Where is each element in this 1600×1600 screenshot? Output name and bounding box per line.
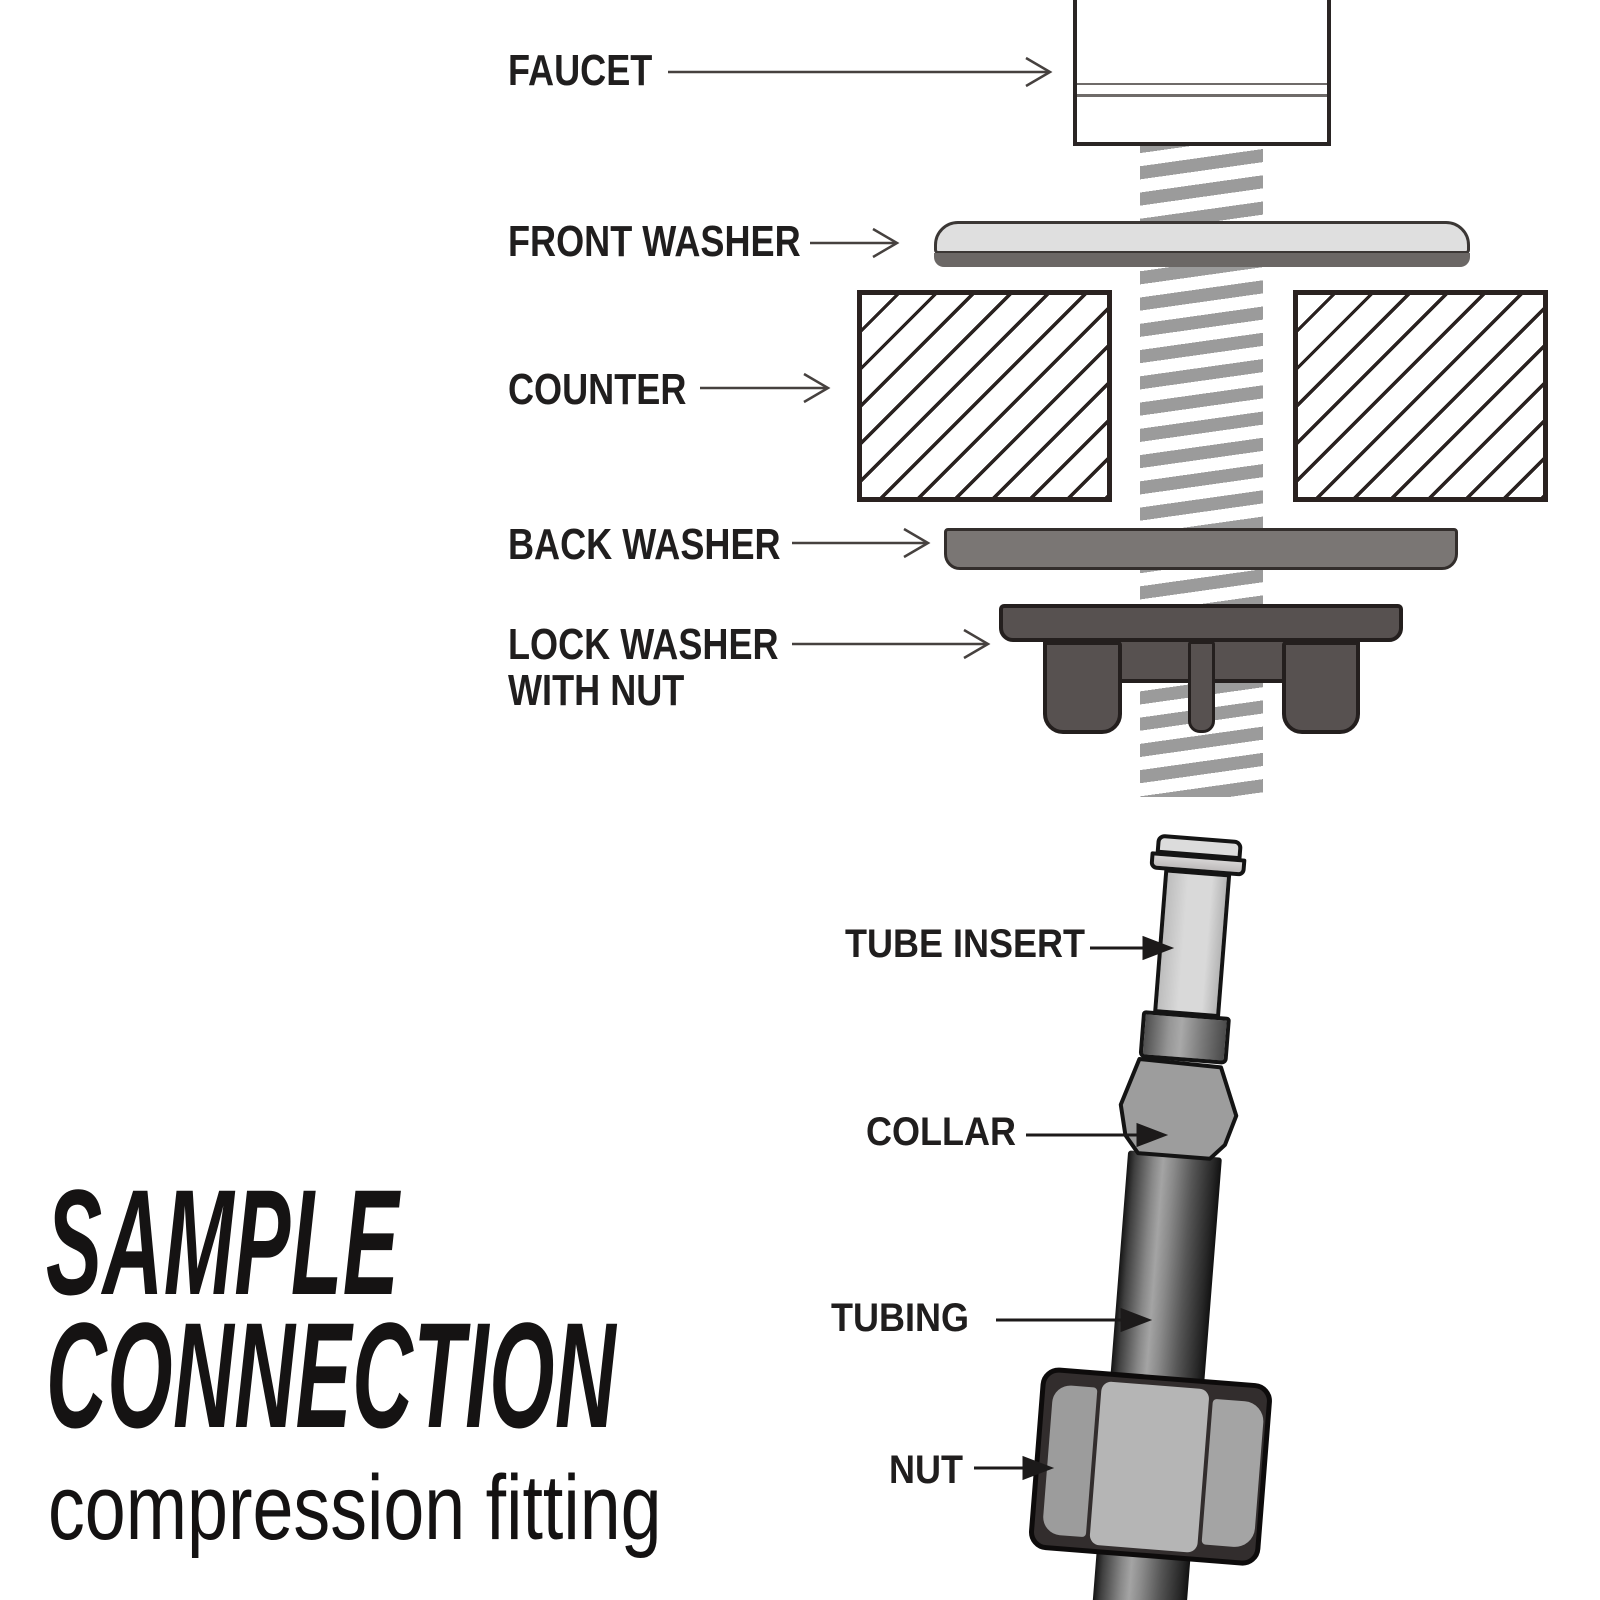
label-faucet: FAUCET [508, 46, 653, 95]
faucet-seam-line [1077, 83, 1327, 85]
faucet-arrow [668, 56, 1053, 88]
lock-washer-leg-right [1282, 641, 1360, 734]
label-lock-washer-line1: LOCK WASHER [508, 620, 779, 669]
front-washer-arrow [810, 227, 900, 259]
front-washer [934, 221, 1470, 254]
label-counter: COUNTER [508, 365, 687, 414]
front-washer-base [934, 253, 1470, 267]
label-front-washer: FRONT WASHER [508, 217, 801, 266]
back-washer-arrow [792, 527, 931, 559]
faucet-body [1073, 0, 1331, 146]
lock-washer-plate [999, 604, 1403, 642]
compression-nut [1027, 1366, 1274, 1567]
back-washer [944, 528, 1458, 570]
nut-facet-left [1041, 1384, 1098, 1538]
label-collar: COLLAR [866, 1110, 1016, 1154]
caption-subtitle: compression fitting [48, 1457, 662, 1559]
caption-connection: CONNECTION [46, 1291, 617, 1459]
lock-washer-arrow [792, 628, 991, 660]
nut-facet-right [1201, 1398, 1265, 1549]
collar [1118, 1056, 1239, 1161]
label-nut: NUT [889, 1448, 963, 1492]
counter-section-left [857, 290, 1112, 502]
label-tube-insert: TUBE INSERT [845, 922, 1086, 966]
caption-sample: SAMPLE [46, 1158, 400, 1326]
counter-section-right [1293, 290, 1548, 502]
label-lock-washer-line2: WITH NUT [508, 666, 685, 715]
lock-washer-pin [1188, 641, 1215, 733]
counter-arrow [700, 372, 831, 404]
faucet-seam-line [1077, 94, 1327, 97]
label-back-washer: BACK WASHER [508, 520, 781, 569]
lock-washer-leg-left [1043, 641, 1122, 734]
tube-insert [1153, 868, 1232, 1019]
label-tubing: TUBING [831, 1296, 969, 1340]
nut-facet-middle [1089, 1381, 1210, 1553]
